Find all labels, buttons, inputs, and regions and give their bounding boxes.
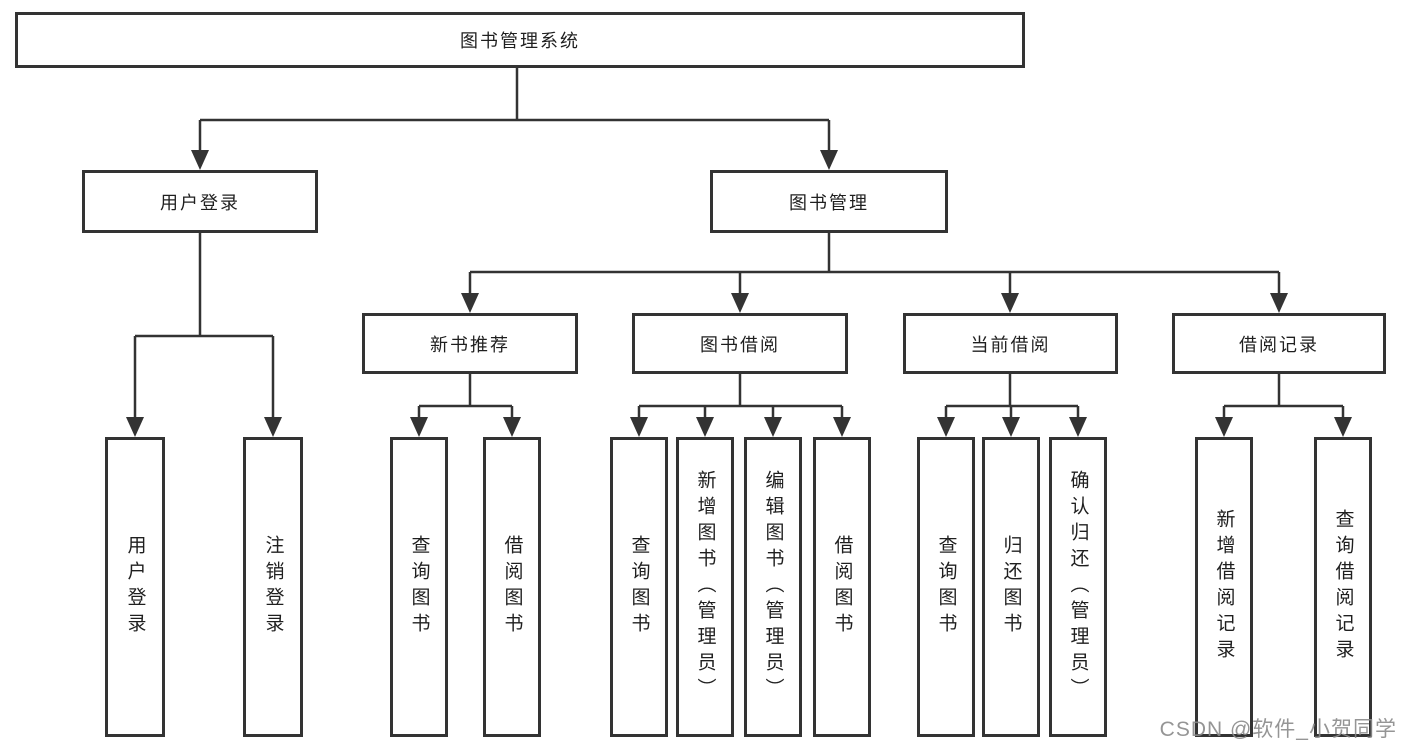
node-label: 归还图书: [1000, 535, 1022, 639]
leaf-confirm-return-admin: 确认归还（管理员）: [1049, 437, 1107, 737]
node-label: 图书管理: [789, 192, 869, 213]
node-label: 查询借阅记录: [1332, 509, 1354, 665]
node-user-login: 用户登录: [82, 170, 318, 233]
node-label: 图书管理系统: [460, 31, 580, 51]
node-label: 确认归还（管理员）: [1067, 470, 1089, 704]
leaf-edit-books-admin: 编辑图书（管理员）: [744, 437, 802, 737]
node-new-book-recommend: 新书推荐: [362, 313, 578, 374]
node-label: 当前借阅: [970, 334, 1051, 355]
leaf-query-books: 查询图书: [917, 437, 975, 737]
node-book-management: 图书管理: [710, 170, 948, 233]
node-label: 借阅图书: [501, 535, 523, 639]
node-label: 新增借阅记录: [1213, 509, 1235, 665]
node-label: 查询图书: [935, 535, 957, 639]
node-label: 用户登录: [160, 192, 240, 213]
node-label: 编辑图书（管理员）: [762, 470, 784, 704]
leaf-return-books: 归还图书: [982, 437, 1040, 737]
leaf-query-borrow-record: 查询借阅记录: [1314, 437, 1372, 737]
node-label: 图书借阅: [700, 334, 780, 355]
leaf-user-login: 用户登录: [105, 437, 165, 737]
node-label: 新书推荐: [430, 334, 510, 355]
leaf-borrow-books: 借阅图书: [813, 437, 871, 737]
node-borrow-records: 借阅记录: [1172, 313, 1386, 374]
node-current-borrow: 当前借阅: [903, 313, 1118, 374]
leaf-query-books: 查询图书: [390, 437, 448, 737]
node-label: 借阅记录: [1239, 334, 1319, 355]
node-book-borrow: 图书借阅: [632, 313, 848, 374]
leaf-query-books: 查询图书: [610, 437, 668, 737]
node-label: 借阅图书: [831, 535, 853, 639]
node-label: 查询图书: [408, 535, 430, 639]
node-label: 新增图书（管理员）: [694, 470, 716, 704]
csdn-watermark: CSDN @软件_小贺同学: [1159, 718, 1397, 741]
leaf-add-borrow-record: 新增借阅记录: [1195, 437, 1253, 737]
node-label: 注销登录: [262, 535, 284, 639]
leaf-logout: 注销登录: [243, 437, 303, 737]
node-label: 用户登录: [124, 535, 146, 639]
node-label: 查询图书: [628, 535, 650, 639]
node-library-management-system: 图书管理系统: [15, 12, 1025, 68]
leaf-borrow-books: 借阅图书: [483, 437, 541, 737]
leaf-add-books-admin: 新增图书（管理员）: [676, 437, 734, 737]
